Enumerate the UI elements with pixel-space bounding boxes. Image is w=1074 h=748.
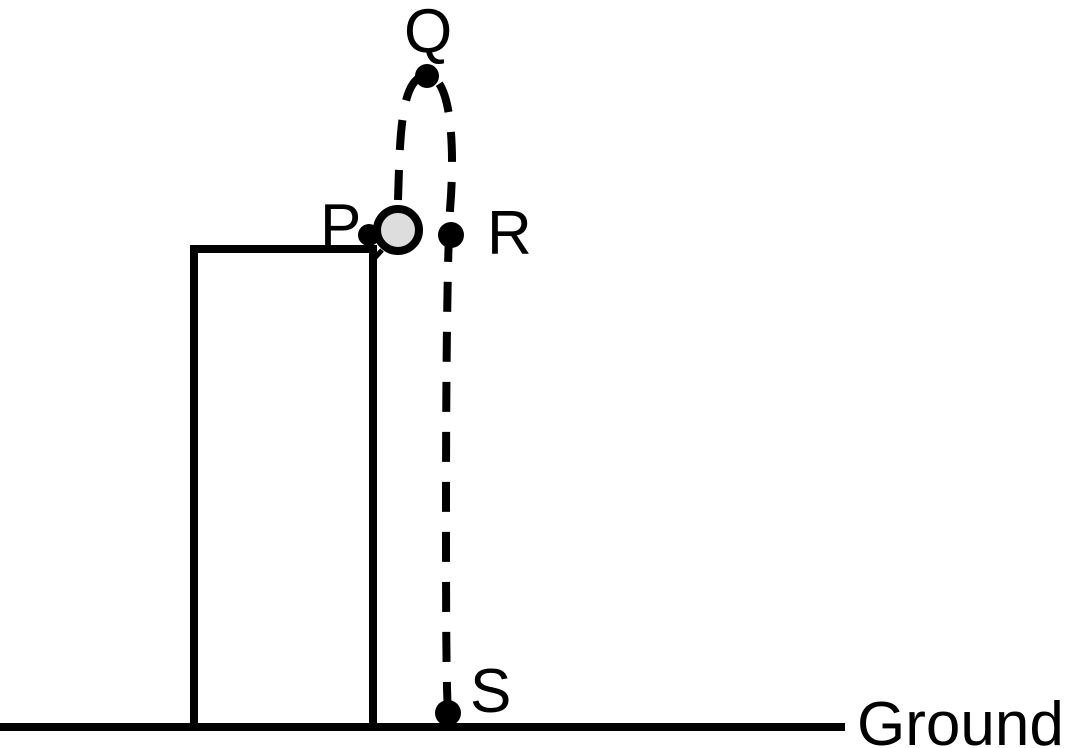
point-q <box>415 64 439 88</box>
point-s <box>435 700 461 726</box>
point-p <box>358 224 380 246</box>
label-p: P <box>320 192 361 261</box>
label-r: R <box>487 199 532 268</box>
label-s: S <box>470 657 511 726</box>
ball <box>373 205 423 255</box>
label-ground: Ground <box>857 690 1064 748</box>
point-r <box>438 222 464 248</box>
trajectory-path <box>394 71 457 714</box>
building <box>190 245 377 727</box>
launch-arrow-mark <box>371 248 384 262</box>
label-q: Q <box>404 0 452 66</box>
